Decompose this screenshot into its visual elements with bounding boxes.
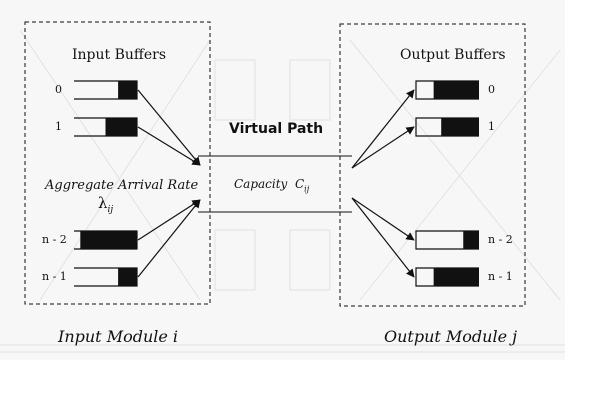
capacity-word: Capacity: [234, 177, 288, 191]
output-arrow-3: [351, 197, 415, 278]
output-buffer-3: [415, 267, 479, 287]
output-arrow-2: [351, 197, 415, 241]
lambda-symbol: λ: [98, 194, 108, 212]
input-buffer-queue-1: [105, 118, 137, 136]
capacity-symbol: C: [294, 177, 305, 191]
output-buffer-queue-3: [433, 268, 479, 286]
output-buffer-0: [415, 80, 479, 100]
lambda-subscript: ij: [107, 205, 114, 215]
output-module-box: [339, 23, 526, 307]
input-buffers-heading: Input Buffers: [72, 47, 167, 63]
input-buffer-label-0: 0: [55, 83, 62, 96]
arrows-layer: [137, 89, 415, 278]
output-buffer-outline-2: [415, 230, 479, 250]
input-arrow-2: [137, 199, 201, 241]
input-module-caption: Input Module i: [58, 327, 179, 346]
input-buffer-outline-0: [74, 80, 138, 100]
output-buffer-label-1: 1: [488, 120, 495, 133]
output-buffer-2: [415, 230, 479, 250]
output-buffer-queue-2: [463, 231, 479, 249]
output-buffer-outline-0: [415, 80, 479, 100]
input-arrow-0: [137, 89, 201, 166]
input-buffer-label-1: 1: [55, 120, 62, 133]
input-buffer-1: [74, 117, 138, 137]
output-buffer-label-n-2: n - 2: [488, 233, 513, 246]
buffers-layer: [74, 80, 479, 287]
output-buffer-outline-1: [415, 117, 479, 137]
capacity-subscript: ij: [304, 184, 310, 194]
input-buffer-queue-0: [118, 81, 137, 99]
input-buffer-2: [74, 230, 138, 250]
output-module-caption: Output Module j: [384, 327, 518, 346]
output-buffer-label-n-1: n - 1: [488, 270, 513, 283]
background-texture: [0, 29, 565, 353]
arrival-rate-symbol: λij: [98, 194, 113, 215]
input-buffer-outline-3: [74, 267, 138, 287]
output-buffer-queue-0: [433, 81, 479, 99]
input-buffer-queue-3: [118, 268, 137, 286]
aggregate-arrival-rate-label: Aggregate Arrival Rate: [45, 178, 199, 193]
output-buffers-heading: Output Buffers: [400, 47, 506, 63]
output-buffer-label-0: 0: [488, 83, 495, 96]
input-buffer-outline-1: [74, 117, 138, 137]
virtual-path-title: Virtual Path: [229, 121, 324, 137]
output-buffer-1: [415, 117, 479, 137]
output-buffer-outline-3: [415, 267, 479, 287]
output-buffer-queue-1: [441, 118, 479, 136]
capacity-label: Capacity Cij: [234, 177, 309, 193]
input-module-box: [24, 21, 211, 305]
input-arrow-1: [137, 126, 201, 166]
input-arrow-3: [137, 199, 201, 278]
input-buffer-0: [74, 80, 138, 100]
output-arrow-1: [351, 126, 415, 169]
input-buffer-label-n-2: n - 2: [42, 233, 67, 246]
output-arrow-0: [351, 89, 415, 169]
input-buffer-label-n-1: n - 1: [42, 270, 67, 283]
input-buffer-queue-2: [80, 231, 137, 249]
input-buffer-outline-2: [74, 230, 138, 250]
input-buffer-3: [74, 267, 138, 287]
